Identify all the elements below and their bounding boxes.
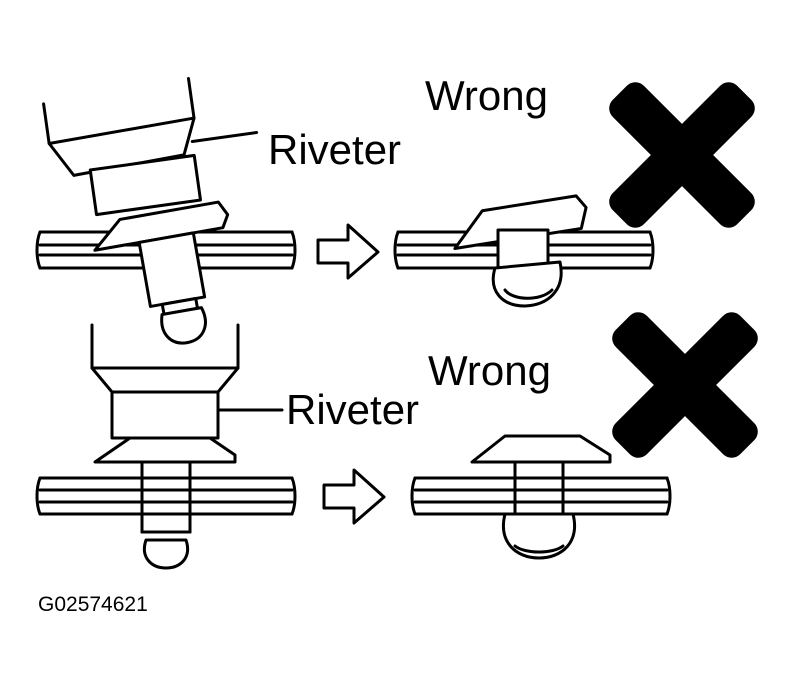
rivet-bulb-after [502, 512, 576, 560]
rivet-flange [93, 200, 230, 252]
top-row [35, 76, 755, 345]
rivet-mandrel-head [143, 538, 189, 570]
rivet-before-tilted [93, 200, 230, 345]
riveter-label-top: Riveter [268, 126, 401, 173]
riveter-handle [42, 76, 196, 145]
rivet-mandrel-head [160, 306, 207, 345]
rivet-flange-after [453, 194, 588, 250]
riveter-nose [110, 390, 220, 440]
cross-mark-icon [612, 312, 758, 458]
cross-mark-icon [609, 82, 755, 228]
rivet-after-tilted [453, 194, 588, 308]
riveter-tool-straight [90, 323, 284, 440]
plate-right-bottom [410, 476, 672, 516]
rivet-shank [137, 231, 207, 308]
rivet-shank [140, 460, 192, 534]
arrow-right-icon [322, 468, 386, 525]
bottom-row [35, 312, 758, 570]
riveter-tool-tilted [42, 76, 259, 217]
wrong-label-top: Wrong [425, 72, 548, 119]
riveter-handle [90, 323, 240, 370]
riveter-leader-line [190, 131, 259, 144]
rivet-flange-after [470, 434, 612, 464]
riveter-label-bottom: Riveter [286, 386, 419, 433]
riveter-cone [90, 366, 240, 394]
figure-code: G02574621 [38, 593, 148, 616]
plate-left-bottom [35, 476, 297, 516]
rivet-flange [93, 436, 237, 464]
wrong-label-bottom: Wrong [428, 347, 551, 394]
riveter-nose [88, 153, 202, 217]
arrow-right-icon [316, 223, 380, 280]
riveter-cone [47, 116, 196, 177]
